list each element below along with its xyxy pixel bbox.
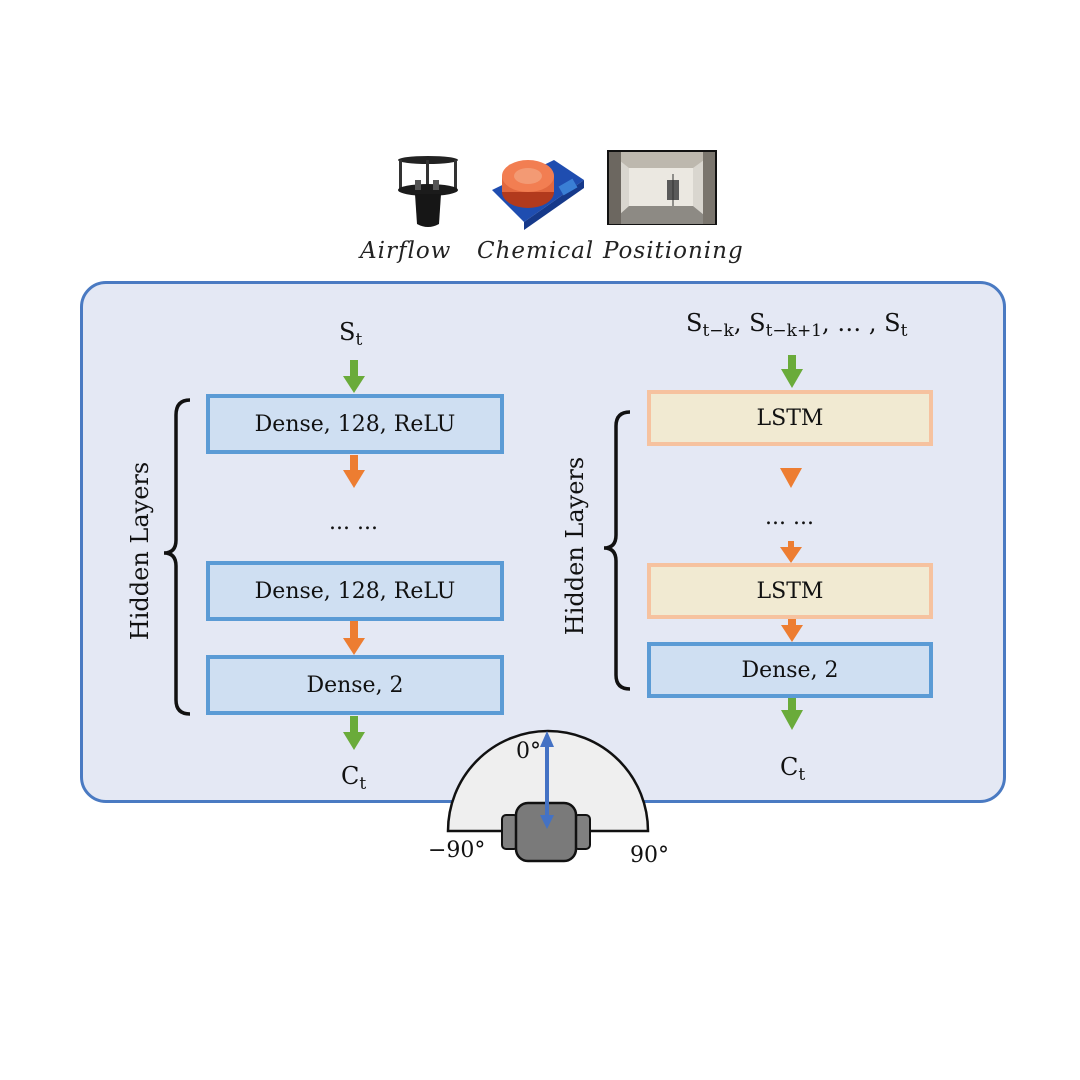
right-input-sequence: St−k, St−k+1, … , St [686,309,908,341]
airflow-sensor-icon [398,156,458,227]
arrow-input-to-lstm-right [781,355,803,388]
right-output-symbol: Ct [780,753,806,785]
left-hidden-layers-label: Hidden Layers [126,461,154,641]
sensor-label-airflow: Airflow [360,238,452,264]
sensor-label-positioning: Positioning [603,238,744,264]
right-lstm-layer-1: LSTM [647,390,933,446]
arrow-output-left [343,716,365,750]
arrow-dense2-to-output-dense-left [343,620,365,655]
arrow-input-to-dense-left [343,360,365,393]
left-input-symbol: St [339,318,363,350]
angle-label-minus-90: −90° [428,838,486,863]
angle-label-plus-90: 90° [630,843,669,868]
hidden-layers-brace-right [603,410,631,691]
right-ellipsis: ... ... [765,505,814,530]
positioning-room-photo-icon [607,150,717,225]
sensor-label-chemical: Chemical [477,238,595,264]
arrow-dense1-to-ellipsis-left [343,455,365,488]
robot-heading-diagram [446,729,650,863]
angle-label-zero: 0° [516,739,541,764]
arrow-ellipsis-to-lstm2-right [780,541,802,563]
arrow-lstm2-to-dense-right [781,617,803,642]
left-dense-layer-1: Dense, 128, ReLU [206,394,504,454]
left-ellipsis: ... ... [329,510,378,535]
network-panel [80,281,1006,803]
hidden-layers-brace-left [163,398,191,716]
heading-arrow [540,731,554,829]
left-output-symbol: Ct [341,762,367,794]
arrow-output-right [781,698,803,730]
arrow-lstm1-down-right [780,468,802,488]
right-output-dense-layer: Dense, 2 [647,642,933,698]
right-lstm-layer-2: LSTM [647,563,933,619]
chemical-sensor-icon [492,160,584,230]
left-dense-layer-2: Dense, 128, ReLU [206,561,504,621]
right-hidden-layers-label: Hidden Layers [561,456,589,636]
left-output-dense-layer: Dense, 2 [206,655,504,715]
